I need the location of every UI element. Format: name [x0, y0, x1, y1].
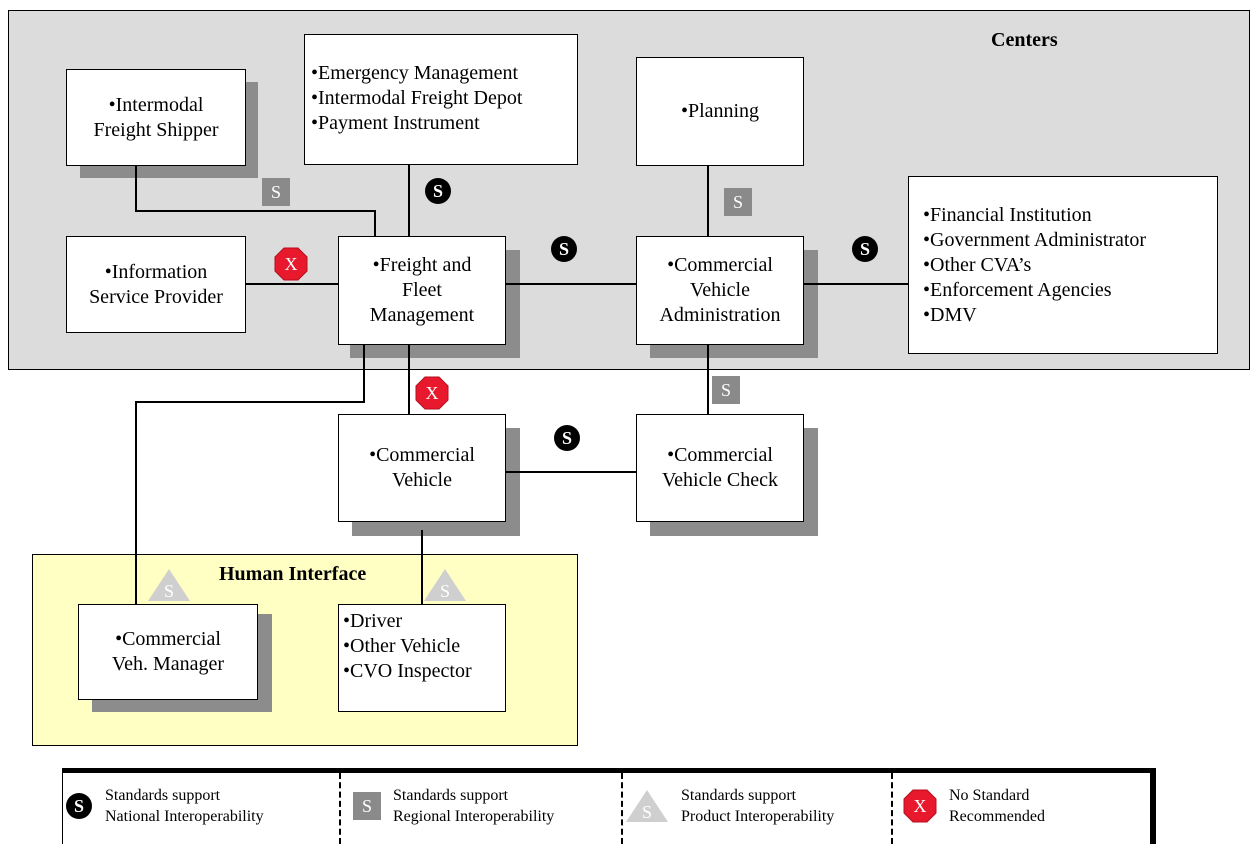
list-item: •CVO Inspector: [343, 660, 472, 682]
legend-text: Standards support Regional Interoperabil…: [393, 785, 554, 827]
legend-text: No Standard Recommended: [949, 785, 1045, 827]
svg-text:S: S: [860, 239, 870, 259]
legend-text: Standards support Product Interoperabili…: [681, 785, 834, 827]
legend-item-none: X No Standard Recommended: [903, 785, 1045, 827]
list-item: •Emergency Management: [311, 62, 519, 84]
svg-text:S: S: [733, 192, 743, 212]
box-label: •Planning: [680, 100, 760, 122]
box-label: •Intermodal Freight Shipper: [93, 93, 219, 141]
list-item: •Enforcement Agencies: [923, 279, 1112, 301]
human-interface-title: Human Interface: [219, 563, 367, 585]
agencies-group-box[interactable]: •Financial Institution •Government Admin…: [908, 176, 1218, 354]
box-label: •Information Service Provider: [89, 260, 223, 308]
list-item: •Other Vehicle: [343, 635, 461, 657]
information-service-provider-box[interactable]: •Information Service Provider: [66, 236, 246, 333]
list-item: •DMV: [923, 304, 977, 326]
box-label: •Commercial Vehicle Administration: [659, 254, 781, 326]
legend-text: Standards support National Interoperabil…: [105, 785, 264, 827]
legend-line: Regional Interoperability: [393, 808, 555, 825]
legend-line: Standards support: [105, 787, 221, 804]
freight-fleet-management-box[interactable]: •Freight and Fleet Management: [338, 236, 506, 345]
legend-divider: [891, 773, 893, 844]
no-standard-marker-icon: X: [415, 376, 449, 410]
commercial-vehicle-administration-box[interactable]: •Commercial Vehicle Administration: [636, 236, 804, 345]
legend-item-national: S Standards support National Interoperab…: [65, 785, 264, 827]
svg-text:S: S: [74, 796, 84, 816]
svg-text:X: X: [285, 254, 298, 274]
regional-marker-icon: S: [262, 178, 290, 206]
list-item: •Payment Instrument: [311, 112, 480, 134]
svg-text:S: S: [642, 802, 652, 822]
driver-group-box[interactable]: •Driver •Other Vehicle •CVO Inspector: [338, 604, 506, 712]
svg-text:S: S: [721, 380, 731, 400]
national-marker-icon: S: [550, 235, 578, 263]
national-marker-icon: S: [553, 424, 581, 452]
list-item: •Other CVA’s: [923, 254, 1032, 276]
product-marker-icon: S: [625, 789, 669, 823]
list-item: •Intermodal Freight Depot: [311, 87, 523, 109]
planning-box[interactable]: •Planning: [636, 57, 804, 166]
svg-text:X: X: [426, 383, 439, 403]
no-standard-marker-icon: X: [903, 789, 937, 823]
commercial-vehicle-box[interactable]: •Commercial Vehicle: [338, 414, 506, 522]
box-label: •Commercial Vehicle: [369, 444, 475, 491]
svg-text:S: S: [271, 182, 281, 202]
list-item: •Driver: [343, 610, 403, 632]
national-marker-icon: S: [424, 177, 452, 205]
svg-text:S: S: [362, 796, 372, 816]
svg-text:S: S: [562, 428, 572, 448]
box-label: •Commercial Vehicle Check: [661, 444, 779, 491]
commercial-vehicle-check-box[interactable]: •Commercial Vehicle Check: [636, 414, 804, 522]
legend-item-product: S Standards support Product Interoperabi…: [625, 785, 834, 827]
national-marker-icon: S: [65, 792, 93, 820]
centers-group-list: •Emergency Management •Intermodal Freigh…: [305, 61, 577, 136]
legend-divider: [621, 773, 623, 844]
legend-item-regional: S Standards support Regional Interoperab…: [353, 785, 554, 827]
list-item: •Government Administrator: [923, 229, 1147, 251]
legend-line: Standards support: [681, 787, 797, 804]
legend-divider: [339, 773, 341, 844]
regional-marker-icon: S: [724, 188, 752, 216]
legend: S Standards support National Interoperab…: [62, 768, 1156, 844]
legend-line: Standards support: [393, 787, 509, 804]
regional-marker-icon: S: [353, 792, 381, 820]
legend-line: Recommended: [949, 808, 1045, 825]
agencies-group-list: •Financial Institution •Government Admin…: [909, 203, 1217, 328]
national-marker-icon: S: [851, 235, 879, 263]
product-marker-icon: S: [423, 568, 467, 602]
box-label: •Commercial Veh. Manager: [111, 628, 225, 675]
legend-line: No Standard: [949, 787, 1030, 804]
svg-text:X: X: [914, 796, 927, 816]
svg-text:S: S: [433, 181, 443, 201]
legend-line: Product Interoperability: [681, 808, 835, 825]
no-standard-marker-icon: X: [274, 247, 308, 281]
commercial-veh-manager-box[interactable]: •Commercial Veh. Manager: [78, 604, 258, 700]
svg-text:S: S: [164, 581, 174, 601]
centers-group-box[interactable]: •Emergency Management •Intermodal Freigh…: [304, 34, 578, 165]
box-label: •Freight and Fleet Management: [369, 254, 475, 326]
svg-text:S: S: [559, 239, 569, 259]
driver-group-list: •Driver •Other Vehicle •CVO Inspector: [339, 609, 505, 684]
legend-line: National Interoperability: [105, 808, 264, 825]
list-item: •Financial Institution: [923, 204, 1092, 226]
svg-text:S: S: [440, 581, 450, 601]
regional-marker-icon: S: [712, 376, 740, 404]
intermodal-freight-shipper-box[interactable]: •Intermodal Freight Shipper: [66, 69, 246, 166]
centers-title: Centers: [991, 29, 1058, 51]
product-marker-icon: S: [147, 568, 191, 602]
